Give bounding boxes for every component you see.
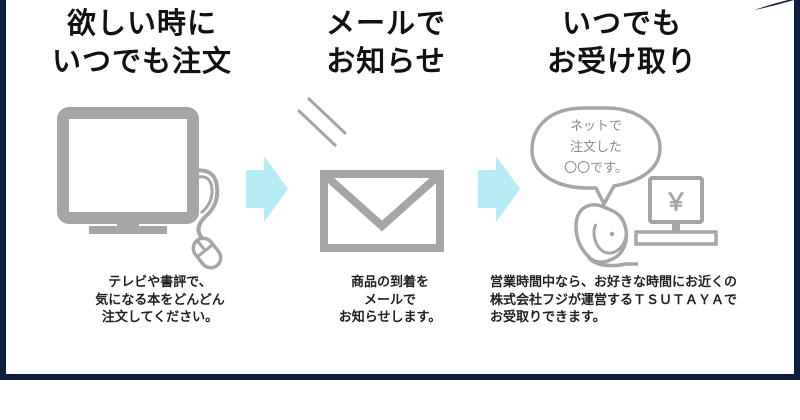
step1-description: テレビや書評で、 気になる本をどんどん 注文してください。 bbox=[40, 274, 280, 327]
speech-bubble-line2: 注文した bbox=[570, 140, 622, 155]
person-icon bbox=[574, 203, 638, 268]
frame-border-bottom bbox=[0, 374, 800, 380]
step2-heading-line1: メールで bbox=[325, 6, 446, 40]
speech-bubble bbox=[530, 106, 662, 208]
envelope-flap bbox=[323, 173, 441, 232]
step1-heading-line1: 欲しい時に bbox=[66, 6, 217, 40]
step2-description-line3: お知らせします。 bbox=[338, 310, 442, 325]
monitor-stand-base bbox=[89, 226, 167, 234]
frame-border-right bbox=[794, 0, 800, 380]
monitor-screen bbox=[57, 107, 199, 224]
step3-heading: いつでも お受け取り bbox=[522, 4, 722, 80]
person-hair bbox=[574, 203, 629, 264]
speech-bubble-line1: ネットで bbox=[570, 119, 622, 134]
store-pickup-icon: ネットで 注文した 〇〇です。 ￥ bbox=[530, 106, 718, 268]
register-stand bbox=[672, 222, 680, 234]
register-icon: ￥ bbox=[634, 176, 718, 246]
step2-heading-line2: お知らせ bbox=[326, 44, 446, 78]
yen-symbol: ￥ bbox=[664, 188, 688, 216]
computer-monitor-icon bbox=[57, 107, 223, 270]
step1-description-line3: 注文してください。 bbox=[101, 310, 219, 325]
frame-border-left bbox=[0, 0, 6, 380]
person-face bbox=[592, 223, 628, 255]
step1-description-line2: 気になる本をどんどん bbox=[95, 292, 225, 308]
step2-description: 商品の到着を メールで お知らせします。 bbox=[300, 274, 480, 327]
counter bbox=[634, 230, 718, 246]
step2-description-line2: メールで bbox=[363, 292, 416, 308]
envelope-body bbox=[320, 170, 444, 252]
step2-heading: メールで お知らせ bbox=[286, 4, 486, 80]
step1-heading: 欲しい時に いつでも注文 bbox=[42, 4, 242, 80]
step3-heading-line2: お受け取り bbox=[546, 44, 697, 78]
person-eye bbox=[609, 231, 615, 237]
step3-description-line1: 営業時間中なら、お好きな時間にお近くの bbox=[490, 275, 738, 290]
arrow-right-icon bbox=[478, 156, 520, 222]
mouse-icon bbox=[191, 236, 223, 270]
envelope-icon bbox=[296, 96, 444, 252]
step1-heading-line2: いつでも注文 bbox=[51, 44, 232, 78]
step1-description-line1: テレビや書評で、 bbox=[108, 275, 212, 290]
step3-description-line3: お受取りできます。 bbox=[490, 310, 606, 325]
step3-description: 営業時間中なら、お好きな時間にお近くの 株式会社フジが運営するＴＳＵＴＡＹＡで … bbox=[490, 274, 790, 327]
monitor-stand-neck bbox=[117, 218, 139, 228]
mouse-cable-inner bbox=[197, 175, 214, 215]
motion-line-2 bbox=[306, 96, 348, 136]
motion-line-1 bbox=[296, 108, 338, 148]
step3-description-line2: 株式会社フジが運営するＴＳＵＴＡＹＡで bbox=[490, 292, 738, 308]
step3-heading-line1: いつでも bbox=[561, 6, 682, 40]
step2-description-line1: 商品の到着を bbox=[350, 275, 429, 290]
arrow-right-icon bbox=[246, 156, 288, 222]
person-shoulder bbox=[586, 255, 638, 268]
corner-swoosh-decoration bbox=[754, 0, 794, 10]
speech-bubble-line3: 〇〇です。 bbox=[564, 161, 628, 176]
mouse-cable bbox=[192, 168, 220, 241]
